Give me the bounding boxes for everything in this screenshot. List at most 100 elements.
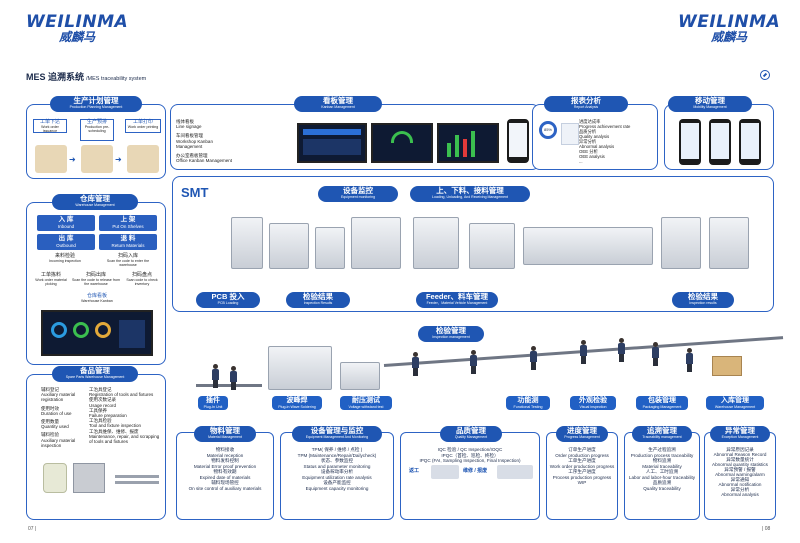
- worker: [686, 348, 693, 372]
- work-order-issuance-box: 工单下达 Work order issuance: [33, 119, 67, 133]
- voltage-tester: [340, 362, 380, 390]
- page-number-left: 07 |: [28, 526, 37, 532]
- logo-left: WEILINMA 威麟马: [26, 12, 129, 44]
- arrow-right-icon: ➜: [115, 155, 122, 164]
- worker: [212, 364, 219, 388]
- desk-illustration-1: [35, 145, 67, 173]
- smt-label: SMT: [181, 185, 209, 200]
- stencil-image: [73, 463, 105, 493]
- worker: [618, 338, 625, 362]
- worker: [652, 342, 659, 366]
- smt-machine: [351, 217, 401, 269]
- reflow-oven: [523, 227, 653, 265]
- warehouse-kanban-screen: [41, 310, 153, 356]
- smt-machine: [469, 223, 515, 269]
- production-planning-panel: 工单下达 Work order issuance 生产预排 Production…: [26, 104, 166, 179]
- worker: [230, 366, 237, 390]
- page-number-right: | 08: [762, 526, 771, 532]
- smt-machine: [413, 217, 459, 269]
- equipment-management-panel: TPM( 保养 / 维修 / 点检 )TPM (Maintenance/Repa…: [280, 432, 394, 520]
- kanban-phone: [507, 119, 529, 163]
- worker: [580, 340, 587, 364]
- worker: [470, 350, 477, 374]
- pre-scheduling-box: 生产预排 Production pre-scheduling: [80, 119, 114, 141]
- smt-machine: [315, 227, 345, 269]
- smt-machine: [709, 217, 749, 269]
- phone-icon-3: [739, 119, 761, 165]
- quality-illustration: [497, 465, 533, 479]
- desk-illustration-2: [81, 145, 113, 173]
- kanban-screen-3: [437, 123, 499, 163]
- phone-icon-2: [709, 119, 731, 165]
- wave-soldering-machine: [268, 346, 332, 390]
- repair-scrap-tag: 维修 / 报废: [463, 468, 488, 474]
- cardboard-boxes: [712, 356, 742, 376]
- rework-tag: 返工: [409, 468, 420, 474]
- work-order-printing-box: 工单打印 Work order printing: [125, 119, 161, 133]
- conveyor-belt: [196, 384, 262, 387]
- kanban-screen-2: [371, 123, 433, 163]
- desk-illustration-3: [127, 145, 159, 173]
- smt-machine: [269, 223, 309, 269]
- report-doc-icon: [561, 123, 579, 145]
- smt-machine: [661, 217, 701, 269]
- quality-illustration: [431, 465, 459, 479]
- worker: [530, 346, 537, 370]
- compass-icon: [760, 70, 770, 80]
- arrow-right-icon: ➜: [69, 155, 76, 164]
- worker: [412, 352, 419, 376]
- tools-image: [115, 481, 159, 484]
- mobile-panel: [664, 104, 774, 170]
- report-donut: 85%: [539, 121, 557, 139]
- logo-right: WEILINMA 威麟马: [678, 12, 781, 44]
- smt-machine: [231, 217, 263, 269]
